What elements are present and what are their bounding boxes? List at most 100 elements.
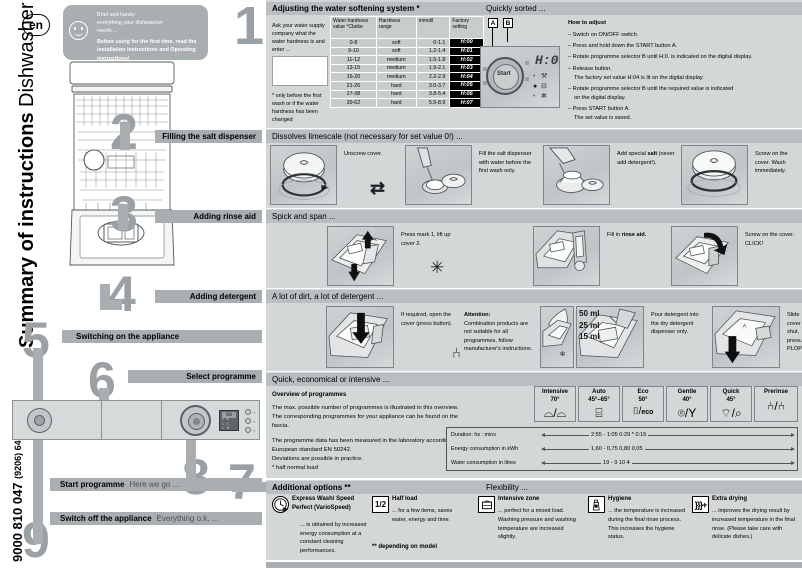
appliance-fascia: 88 • A • □ • ☀ ⌁ ⌁ ⌁ xyxy=(12,400,260,440)
close-cover-icon xyxy=(671,226,738,286)
step4-caption-1: Attention: Combination products are not … xyxy=(464,311,536,354)
programme-tile-gentle[interactable]: Gentle 40° ⌾/Y xyxy=(666,386,708,422)
connector-8-vert xyxy=(186,424,196,484)
hw-display: H:01 xyxy=(449,46,484,57)
step-title-9: Switch off the appliance xyxy=(60,514,152,523)
step2-subtitle: Dissolves limescale (not necessary for s… xyxy=(266,130,802,143)
callout-line-a xyxy=(492,28,493,50)
overview-heading: Overview of programmes xyxy=(272,391,347,398)
programme-temp: 70° xyxy=(550,396,560,403)
step-subtitle-8: Here we go ... xyxy=(129,480,180,489)
hw-value: 39-62 xyxy=(330,98,377,108)
control-panel-photo: Start H:04 • ⚒ ● ⊟ • ✻ xyxy=(480,46,560,108)
connector-4 xyxy=(100,284,110,308)
hw-mmol: 1.2-1.4 xyxy=(415,46,451,57)
step1-entry-box[interactable] xyxy=(272,56,328,86)
hw-value: 27-38 xyxy=(330,89,377,100)
option-title: Intensive zone xyxy=(498,496,540,502)
intensive-zone-icon xyxy=(478,496,495,513)
callout-line-b xyxy=(507,28,508,42)
rinse-aid-star-symbol: ✳ xyxy=(430,258,445,277)
consumption-values: 2:55 - 1:05 0:29 * 0:15 xyxy=(589,432,649,438)
hygiene-bottle-icon xyxy=(588,496,605,513)
programme-name: Eco xyxy=(637,389,649,395)
step4-attention-text: Combination products are not suitable fo… xyxy=(464,320,533,353)
speed-clock-icon xyxy=(272,496,289,513)
how-to-item: – Press START button A. The set value is… xyxy=(568,105,632,121)
page-title: Summary of instructions Dishwasher xyxy=(16,2,56,348)
intro-bold-2: read the installation instructions xyxy=(97,39,197,54)
hw-range: soft xyxy=(375,38,417,48)
consumption-label: Energy consumption in kWh xyxy=(451,446,519,452)
intro-callout: Brief and handy: everything your dishwas… xyxy=(63,5,208,62)
scale-15ml: 15 ml xyxy=(579,332,600,342)
hw-display: H:05 xyxy=(449,81,484,91)
svg-text:⑃: ⑃ xyxy=(742,321,747,330)
water-fill-icon xyxy=(405,145,472,205)
programme-tile-quick[interactable]: Quick 45° ⌔/⌕ xyxy=(710,386,752,422)
programme-temp: 50° xyxy=(638,396,648,403)
step2-caption-2-tail: (never add detergent!). xyxy=(617,151,675,166)
hw-range: hard xyxy=(375,89,417,100)
step-title-5: Switching on the appliance xyxy=(62,330,262,343)
svg-text:✻: ✻ xyxy=(560,350,566,358)
pour-detergent-icon xyxy=(576,306,644,368)
press-cover-icon xyxy=(327,226,394,286)
auto-icon: ⌸ xyxy=(595,406,603,420)
programme-tile-auto[interactable]: Auto 45°–65° ⌸ xyxy=(578,386,620,422)
option-body: ... perfect for a mixed load. Washing pr… xyxy=(498,508,576,541)
hw-header-3: Factory setting xyxy=(449,16,484,39)
step3-caption-1: Fill in rinse aid. xyxy=(607,231,657,240)
step4-caption-0: If required, open the cover (press butto… xyxy=(401,312,453,327)
salt-symbol: ⇄ xyxy=(370,178,386,198)
programme-tile-intensive[interactable]: Intensive 70° ⌓/⌓ xyxy=(534,386,576,422)
option-2: Half load ... for a few items, saves wat… xyxy=(392,495,468,525)
step2-caption-2: Add special salt (never add detergent!). xyxy=(617,150,675,167)
hw-range: medium xyxy=(375,72,417,83)
connector-5-9 xyxy=(33,348,43,544)
hw-display: H:03 xyxy=(449,63,484,74)
programme-name: Prerinse xyxy=(763,389,788,395)
programme-tile-prerinse[interactable]: Prerinse ⑃/⑃ xyxy=(754,386,798,422)
option-5: Extra drying ... improves the drying res… xyxy=(712,495,798,542)
table-row: Water consumption in litres 19 - 9 10 4 xyxy=(447,456,797,470)
programme-name: Intensive xyxy=(541,389,568,395)
step-title-6: Select programme xyxy=(128,370,262,383)
consumption-bar: 1,60 - 0,75 0,80 0,05 xyxy=(539,442,797,456)
connector-2 xyxy=(120,122,130,150)
programme-temp: 40° xyxy=(682,396,692,403)
connector-4b xyxy=(100,300,122,310)
consumption-label: Duration: hs : mins xyxy=(451,432,496,438)
language-badge: en xyxy=(22,14,50,36)
table-row: Energy consumption in kWh 1,60 - 0,75 0,… xyxy=(447,442,797,456)
step3-caption-2: Screw on the cover. CLICK! xyxy=(745,232,795,247)
led-label-3: ⌁ xyxy=(253,428,256,433)
hw-display: H:04 xyxy=(449,72,484,83)
step-title-8: Start programme xyxy=(60,480,125,489)
step2-caption-3: Screw on the cover. Wash immediately. xyxy=(755,151,788,174)
hw-value: 0-8 xyxy=(330,38,377,48)
screw-cap-icon xyxy=(681,145,748,205)
hw-value: 13-15 xyxy=(330,63,377,74)
option-body: ... for a few items, saves water, energy… xyxy=(392,508,453,523)
step4-subtitle: A lot of dirt, a lot of detergent ... xyxy=(266,290,802,303)
step-title-8-bar: Start programme Here we go ... xyxy=(50,478,262,491)
step3-caption-1-bold: rinse aid. xyxy=(621,232,647,238)
step2-caption-2-bold: salt xyxy=(647,151,658,157)
programme-tile-eco[interactable]: Eco 50° ⌷/eco xyxy=(622,386,664,422)
callout-label-a: A xyxy=(488,18,498,28)
hw-value: 21-26 xyxy=(330,81,377,91)
hw-mmol: 1.9-2.1 xyxy=(415,63,451,74)
hw-range: hard xyxy=(375,98,417,108)
step-title-3: Adding rinse aid xyxy=(155,210,262,223)
start-button-label[interactable]: Start xyxy=(497,71,511,77)
hw-value: 9-10 xyxy=(330,46,377,57)
overview-para-1: The max. possible number of programmes i… xyxy=(272,405,459,430)
option-title: Express Wash/ Speed Perfect (VarioSpeed) xyxy=(292,496,355,512)
programme-selector-knob[interactable] xyxy=(180,405,211,436)
step7-subtitle: Flexibility ... xyxy=(480,481,802,494)
onoff-switch-knob[interactable] xyxy=(27,408,52,433)
programme-name: Auto xyxy=(592,389,606,395)
